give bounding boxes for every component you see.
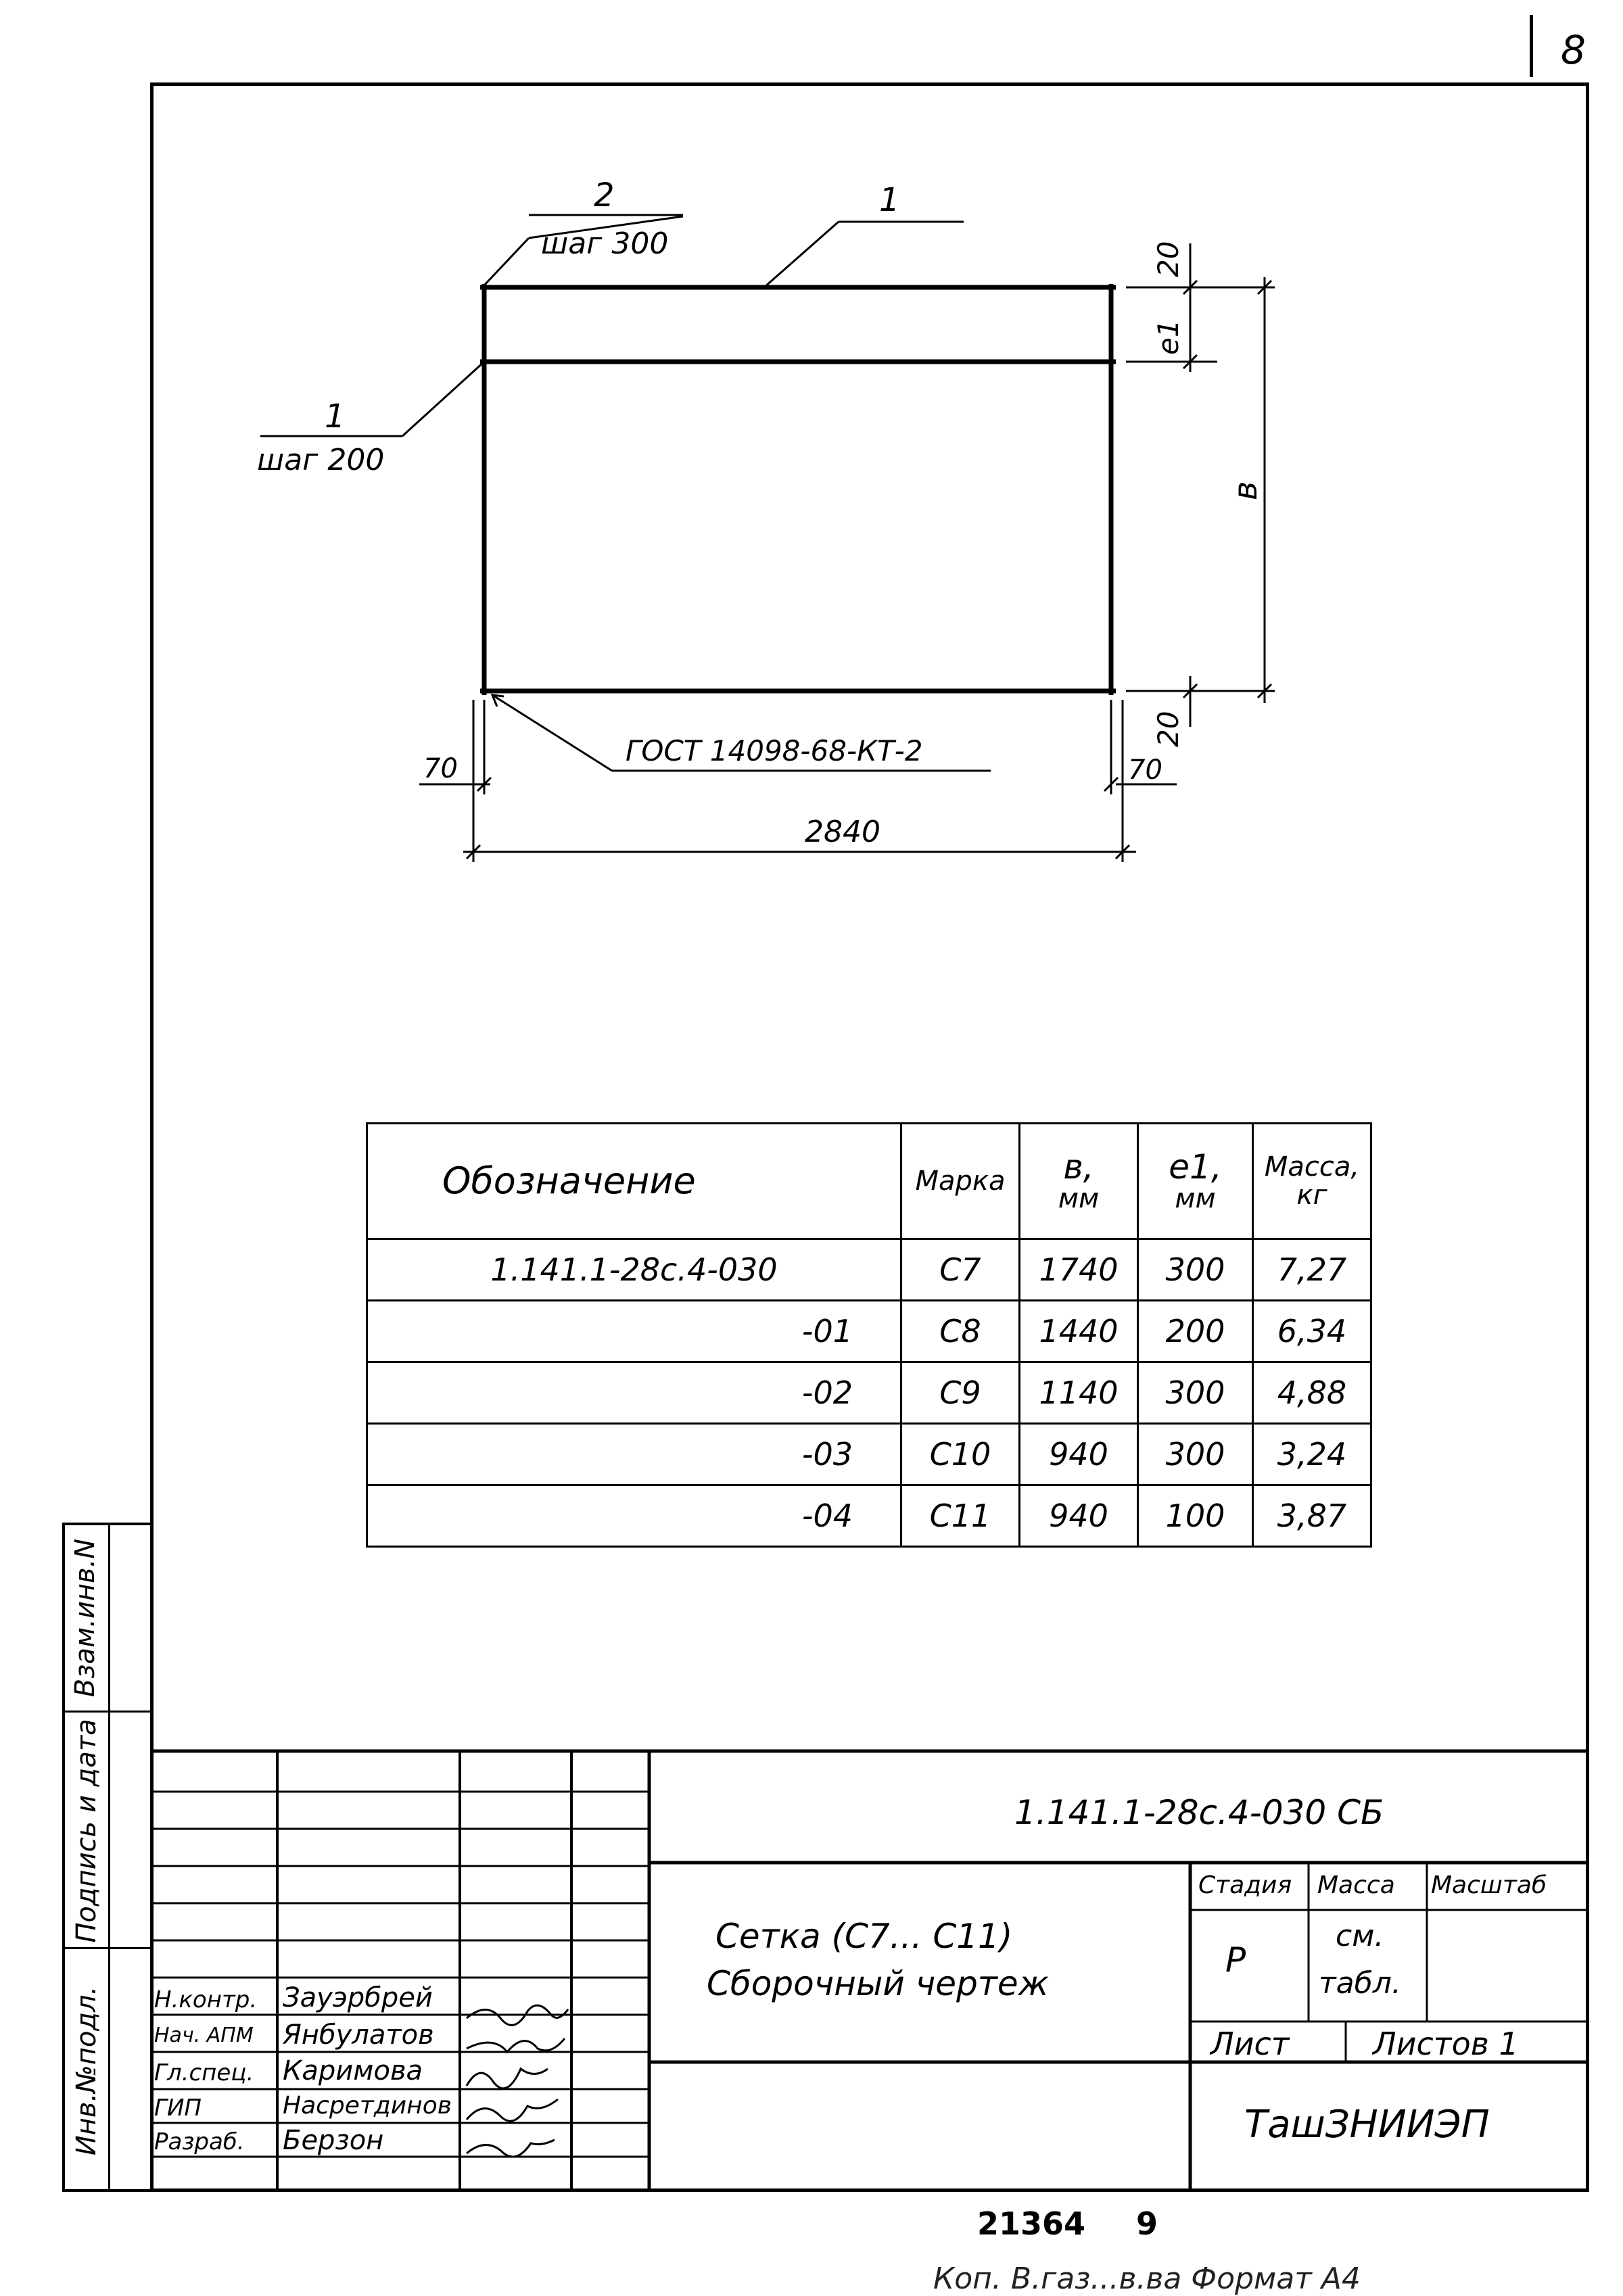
callout-top-2-number: 2 [594, 176, 615, 214]
dim-length: 2840 [805, 815, 880, 849]
side-stamp-divider-1 [62, 1711, 150, 1713]
header-b-unit: мм [1058, 1183, 1100, 1215]
signer-role: Н.контр. [154, 1986, 258, 2013]
header-b-top: в, [1063, 1147, 1094, 1187]
cell-b: 1440 [1018, 1299, 1139, 1363]
cell-designation: 1.141.1-28с.4-030 [366, 1238, 902, 1301]
cell-designation: -02 [366, 1361, 902, 1425]
cell-designation: -04 [366, 1484, 902, 1548]
callout-left-1-number: 1 [325, 398, 346, 435]
signer-name: Насретдинов [283, 2092, 452, 2120]
stage-label: Стадия [1198, 1871, 1292, 1899]
side-stamp-divider-2 [62, 1947, 150, 1949]
cell-mass: 4,88 [1252, 1361, 1372, 1425]
cell-mass: 7,27 [1252, 1238, 1372, 1301]
cell-designation: -03 [366, 1422, 902, 1486]
signer-role: Нач. АПМ [154, 2024, 254, 2047]
table-header-row: Обозначение Марка в, мм e1, мм Масса, кг [366, 1122, 1372, 1240]
table-row: -04 С11 940 100 3,87 [366, 1484, 1372, 1548]
footer-page: 9 [1136, 2205, 1158, 2242]
cell-mark: С9 [900, 1361, 1020, 1425]
sheet-label: Лист [1210, 2026, 1290, 2062]
scale-label: Масштаб [1431, 1871, 1547, 1899]
table-row: -02 С9 1140 300 4,88 [366, 1361, 1372, 1425]
cell-e1: 300 [1137, 1422, 1254, 1486]
header-e1-top: e1, [1169, 1147, 1222, 1187]
dim-top-gap: 20 [1152, 241, 1185, 277]
callout-top-2-text: шаг 300 [541, 226, 668, 261]
weld-note: ГОСТ 14098-68-КТ-2 [626, 734, 923, 767]
signer-name: Зауэрбрей [283, 1982, 433, 2013]
drawing-frame [150, 82, 1589, 2192]
mass-value-2: табл. [1319, 1966, 1401, 2001]
cell-mark: С8 [900, 1299, 1020, 1363]
table-row: -03 С10 940 300 3,24 [366, 1422, 1372, 1486]
cell-mass: 3,24 [1252, 1422, 1372, 1486]
cell-b: 940 [1018, 1422, 1139, 1486]
cell-mass: 3,87 [1252, 1484, 1372, 1548]
cell-e1: 100 [1137, 1484, 1254, 1548]
footer-copy-format: Коп. В.газ...в.ва Формат А4 [933, 2262, 1361, 2296]
stage-value: Р [1225, 1940, 1246, 1980]
page-number: 8 [1561, 27, 1586, 73]
header-mark: Марка [900, 1122, 1020, 1240]
header-mass: Масса, кг [1252, 1122, 1372, 1240]
mesh-outline [480, 284, 1116, 695]
signer-name: Янбулатов [283, 2019, 434, 2051]
footer-number: 21364 [977, 2205, 1086, 2242]
signer-role: Гл.спец. [154, 2059, 254, 2086]
side-stamp-divider-v [108, 1523, 110, 2192]
page-number-divider [1530, 15, 1533, 77]
signer-role: ГИП [154, 2095, 202, 2122]
dim-e1: e1 [1152, 319, 1185, 355]
header-e1: e1, мм [1137, 1122, 1254, 1240]
mass-label: Масса [1317, 1871, 1395, 1899]
title-line-1: Сетка (С7... С11) [715, 1917, 1013, 1956]
cell-b: 940 [1018, 1484, 1139, 1548]
cell-b: 1140 [1018, 1361, 1139, 1425]
header-b: в, мм [1018, 1122, 1139, 1240]
cell-mark: С10 [900, 1422, 1020, 1486]
dim-right-70: 70 [1128, 755, 1162, 786]
dim-left-70: 70 [423, 753, 458, 784]
header-e1-unit: мм [1175, 1183, 1216, 1215]
spec-table: Обозначение Марка в, мм e1, мм Масса, кг… [366, 1122, 1372, 1548]
header-mass-unit: кг [1296, 1180, 1327, 1211]
signer-role: Разраб. [154, 2128, 245, 2155]
table-row: 1.141.1-28с.4-030 С7 1740 300 7,27 [366, 1238, 1372, 1301]
cell-e1: 300 [1137, 1361, 1254, 1425]
side-stamp [62, 1523, 150, 2192]
doc-code: 1.141.1-28с.4-030 СБ [1014, 1793, 1384, 1832]
organization: ТашЗНИИЭП [1244, 2103, 1490, 2147]
cell-b: 1740 [1018, 1238, 1139, 1301]
cell-mass: 6,34 [1252, 1299, 1372, 1363]
sheets-label: Листов 1 [1373, 2026, 1519, 2062]
dim-bottom-gap: 20 [1152, 711, 1185, 747]
cell-designation: -01 [366, 1299, 902, 1363]
header-mass-top: Масса, [1264, 1151, 1360, 1182]
header-designation: Обозначение [366, 1122, 902, 1240]
signature-marks [465, 2004, 569, 2158]
cell-mark: С11 [900, 1484, 1020, 1548]
table-row: -01 С8 1440 200 6,34 [366, 1299, 1372, 1363]
signer-name: Берзон [283, 2125, 384, 2156]
callout-top-1-number: 1 [879, 181, 900, 219]
cell-mark: С7 [900, 1238, 1020, 1301]
mesh-drawing: 2 шаг 300 1 1 шаг 200 20 e1 в 20 70 70 2… [257, 176, 1275, 862]
cell-e1: 300 [1137, 1238, 1254, 1301]
signer-name: Каримова [283, 2055, 423, 2086]
mass-value-1: см. [1336, 1919, 1384, 1953]
dim-b: в [1227, 481, 1265, 500]
callout-left-1-text: шаг 200 [257, 443, 384, 477]
cell-e1: 200 [1137, 1299, 1254, 1363]
title-line-2: Сборочный чертеж [707, 1964, 1049, 2003]
